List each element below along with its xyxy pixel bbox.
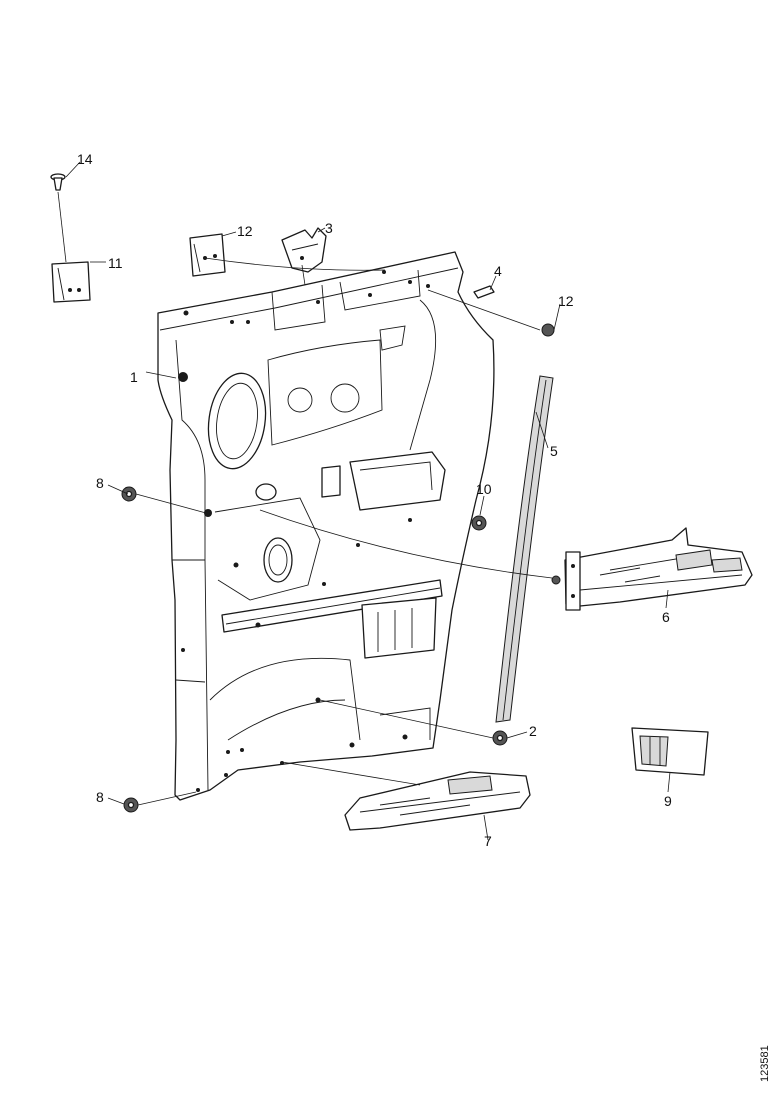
bracket-part-6 xyxy=(551,527,753,611)
callout-12-right: 12 xyxy=(558,293,574,309)
nut-part-8-upper xyxy=(121,486,137,502)
callout-9: 9 xyxy=(664,793,672,809)
callout-3: 3 xyxy=(325,220,333,236)
callout-1: 1 xyxy=(130,369,138,385)
callout-7: 7 xyxy=(484,833,492,849)
weatherstrip-part-5 xyxy=(495,375,554,723)
bracket-part-3 xyxy=(281,227,327,273)
callout-labels: 1 2 3 4 5 6 7 8 8 9 10 11 12 12 14 xyxy=(77,151,672,849)
screw-part-14 xyxy=(50,173,66,191)
side-panel-assembly xyxy=(157,251,495,801)
nut-part-10 xyxy=(471,515,487,531)
reference-code: 123581 xyxy=(759,1045,771,1082)
nut-part-13 xyxy=(541,323,555,337)
leader-lines xyxy=(57,161,671,841)
clip-part-4 xyxy=(473,285,495,299)
nut-part-8-lower xyxy=(123,797,139,813)
callout-8-lower: 8 xyxy=(96,789,104,805)
callout-10: 10 xyxy=(476,481,492,497)
bracket-part-11 xyxy=(51,261,91,303)
bracket-part-12 xyxy=(189,233,226,277)
callout-11: 11 xyxy=(108,255,123,271)
nut-part-2 xyxy=(492,730,508,746)
bracket-part-7 xyxy=(344,771,531,831)
callout-5: 5 xyxy=(550,443,558,459)
callout-4: 4 xyxy=(494,263,502,279)
callout-14: 14 xyxy=(77,151,93,167)
callout-6: 6 xyxy=(662,609,670,625)
callout-2: 2 xyxy=(529,723,537,739)
callout-8-upper: 8 xyxy=(96,475,104,491)
callout-12-upper: 12 xyxy=(237,223,253,239)
block-part-9 xyxy=(631,727,709,776)
